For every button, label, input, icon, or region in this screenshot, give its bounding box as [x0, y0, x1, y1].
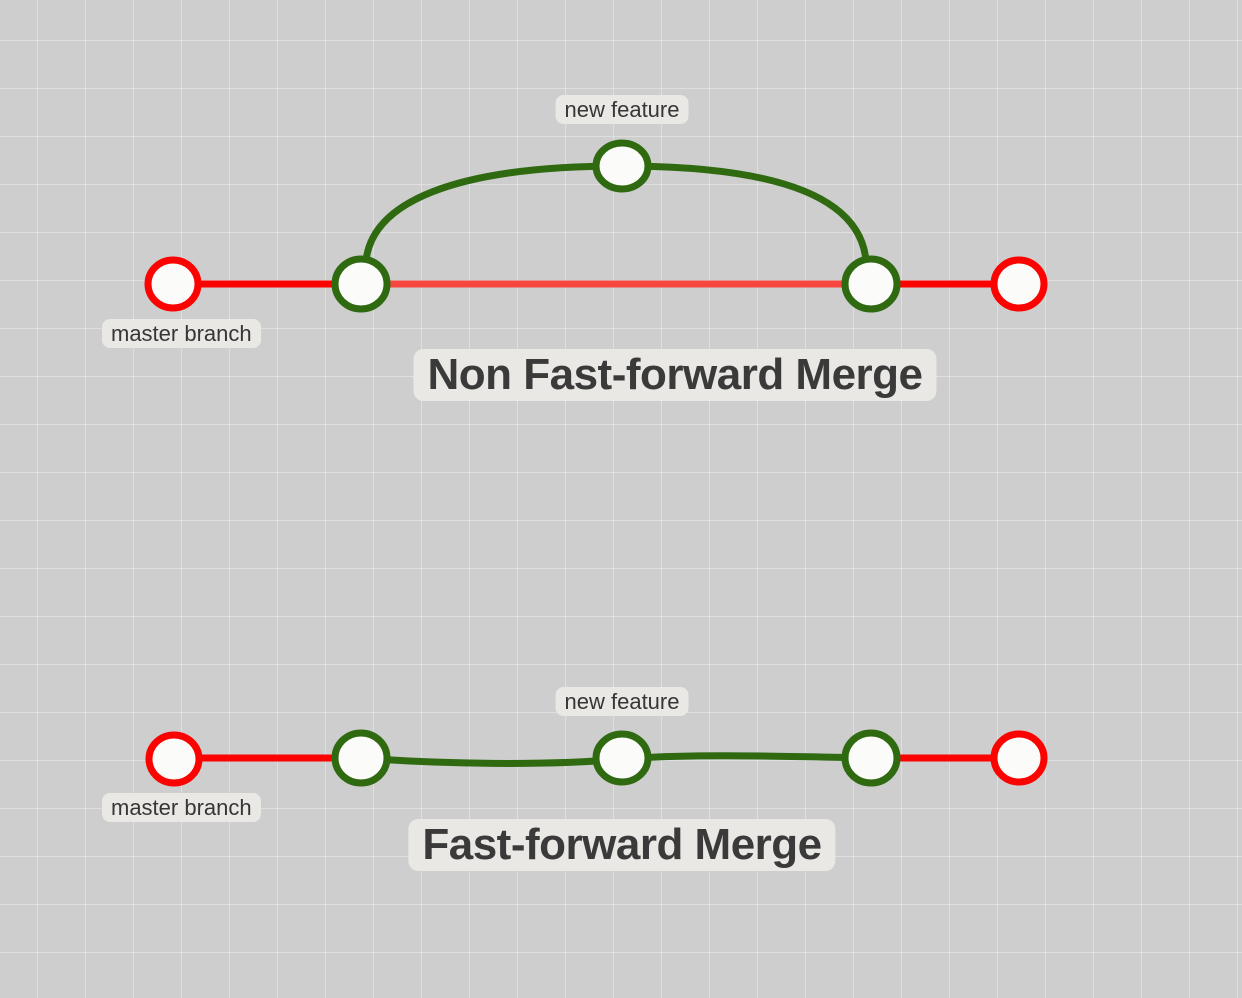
- ff-feature-commit-node: [592, 730, 652, 786]
- ff-title: Fast-forward Merge: [408, 819, 836, 871]
- nonff-title: Non Fast-forward Merge: [413, 349, 937, 401]
- ff-master-branch-label: master branch: [102, 793, 261, 822]
- nonff-commit-node-5: [990, 256, 1048, 312]
- ff-merge-commit-node: [841, 729, 901, 787]
- non-ff-diagram: [144, 139, 1048, 313]
- nonff-merge-commit-node: [841, 255, 901, 313]
- ff-commit-node-1: [145, 731, 203, 787]
- nonff-new-feature-label: new feature: [555, 95, 689, 124]
- nonff-commit-node-2-branch-point: [331, 255, 391, 313]
- ff-commit-node-5: [990, 730, 1048, 786]
- nonff-master-branch-label: master branch: [102, 319, 261, 348]
- nonff-feature-commit-node: [592, 139, 652, 193]
- ff-new-feature-label: new feature: [555, 687, 689, 716]
- ff-diagram: [145, 729, 1048, 787]
- nonff-commit-node-1: [144, 256, 202, 312]
- ff-commit-node-2-branch-point: [331, 729, 391, 787]
